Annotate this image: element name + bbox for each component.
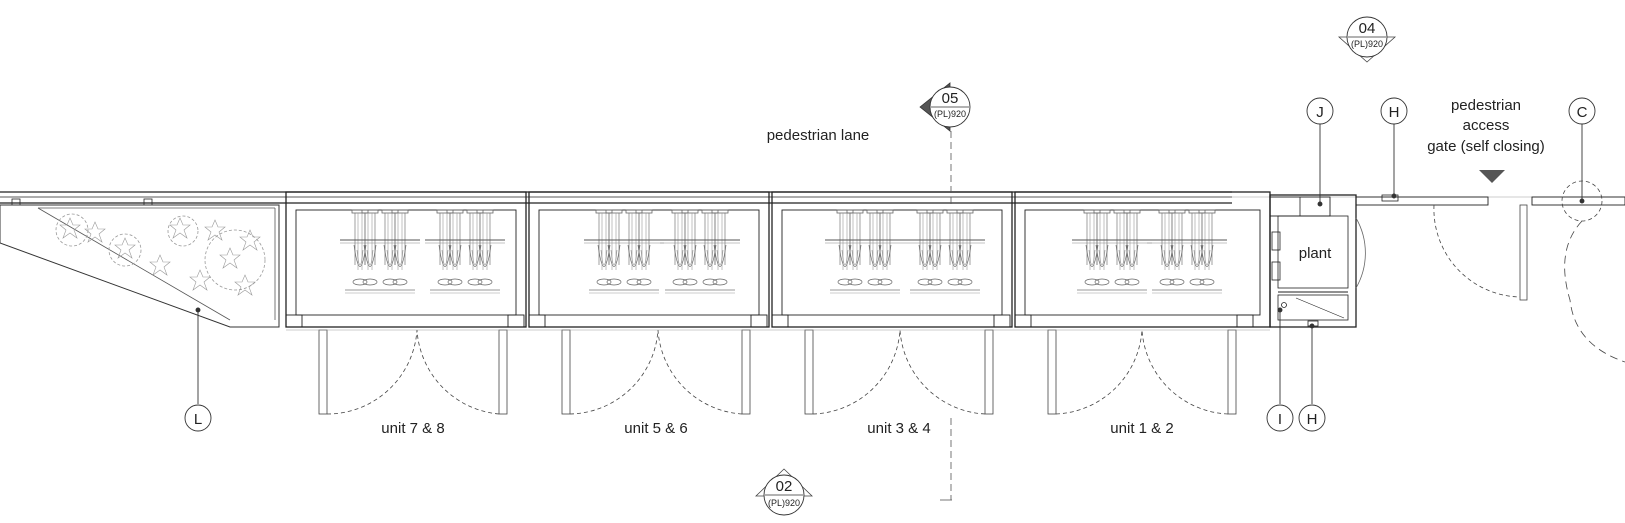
- callout-J: J: [1306, 97, 1334, 207]
- callout-I: I: [1266, 307, 1294, 432]
- boundary-wall: [0, 191, 1625, 206]
- pedestrian-gate: [1433, 180, 1625, 363]
- unit-78-label: unit 7 & 8: [381, 420, 444, 437]
- callout-H-top: H: [1380, 97, 1408, 199]
- callout-H-bottom: H: [1298, 323, 1326, 432]
- section-marker-04: 04 (PL)920: [1337, 16, 1397, 63]
- planting-bed: [0, 204, 280, 328]
- section-marker-02: 02 (PL)920: [755, 468, 813, 516]
- callout-C: C: [1568, 97, 1596, 204]
- unit-78-room: [285, 191, 527, 328]
- pedestrian-lane-label: pedestrian lane: [767, 127, 870, 144]
- gate-label-line-1: pedestrian: [1451, 97, 1521, 114]
- callout-J-letter: J: [1316, 104, 1324, 121]
- unit-56-room: [528, 191, 770, 328]
- callout-H-top-letter: H: [1389, 104, 1400, 121]
- callout-L: L: [184, 307, 212, 432]
- section-04-sheet: (PL)920: [1351, 39, 1383, 49]
- section-02-sheet: (PL)920: [768, 498, 800, 508]
- unit-34-label: unit 3 & 4: [867, 420, 930, 437]
- plant-label: plant: [1299, 245, 1332, 262]
- gate-label-line-2: access: [1463, 117, 1510, 134]
- callout-H-bottom-letter: H: [1307, 411, 1318, 428]
- gate-arrow-icon: [1479, 170, 1505, 183]
- unit-12-label: unit 1 & 2: [1110, 420, 1173, 437]
- callout-C-letter: C: [1577, 104, 1588, 121]
- section-04-number: 04: [1359, 20, 1376, 37]
- callout-L-letter: L: [194, 411, 202, 428]
- unit-56-label: unit 5 & 6: [624, 420, 687, 437]
- callout-I-letter: I: [1278, 411, 1282, 428]
- section-line: [940, 120, 952, 501]
- plant-room: [1269, 194, 1366, 328]
- unit-12-room: [1014, 191, 1271, 328]
- section-marker-05: 05 (PL)920: [919, 82, 971, 132]
- gate-label-line-3: gate (self closing): [1427, 138, 1545, 155]
- section-05-number: 05: [942, 90, 959, 107]
- unit-doors: [286, 329, 1270, 415]
- section-02-number: 02: [776, 478, 793, 495]
- section-05-sheet: (PL)920: [934, 109, 966, 119]
- planting-icon: [55, 213, 266, 296]
- unit-34-room: [771, 191, 1013, 328]
